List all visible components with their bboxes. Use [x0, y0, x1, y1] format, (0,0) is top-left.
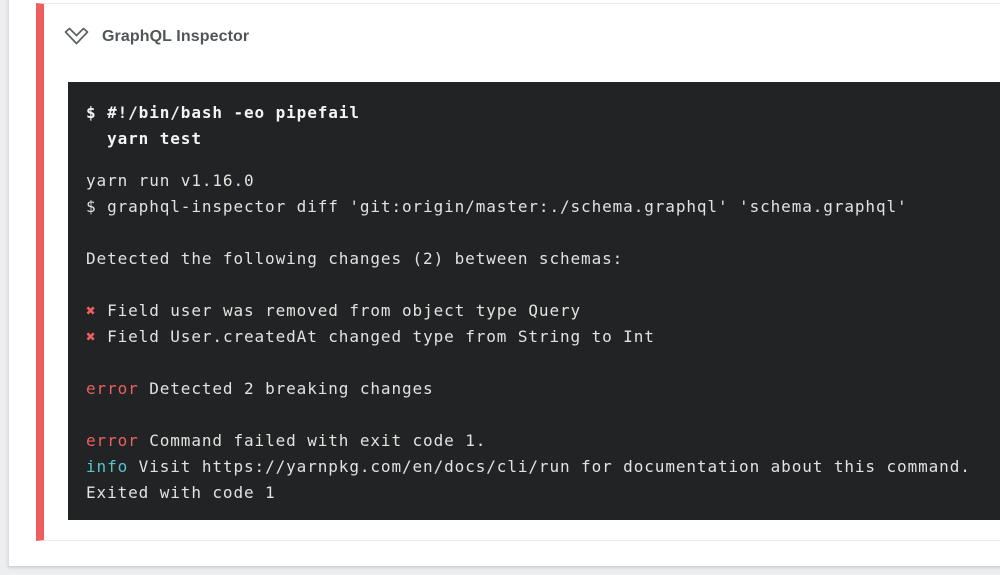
status-token: ✖ — [86, 327, 97, 346]
step-graphql-inspector: GraphQL Inspector $ #!/bin/bash -eo pipe… — [36, 3, 1000, 541]
step-title: GraphQL Inspector — [102, 28, 250, 45]
terminal-text: Detected the following changes (2) betwe… — [86, 249, 624, 268]
terminal-line: ✖ Field user was removed from object typ… — [86, 298, 1000, 324]
status-token: info — [86, 457, 129, 476]
job-steps-card: GraphQL Inspector $ #!/bin/bash -eo pipe… — [8, 0, 1000, 567]
terminal-line: Detected the following changes (2) betwe… — [86, 246, 1000, 272]
status-token: error — [86, 431, 139, 450]
terminal-text: $ graphql-inspector diff 'git:origin/mas… — [86, 197, 908, 216]
terminal-line — [86, 220, 1000, 246]
terminal-line — [86, 272, 1000, 298]
command-block: $ #!/bin/bash -eo pipefail yarn test — [86, 100, 1000, 152]
terminal-line: $ #!/bin/bash -eo pipefail — [86, 103, 360, 122]
terminal-text: yarn run v1.16.0 — [86, 171, 255, 190]
terminal-text: Field User.createdAt changed type from S… — [96, 327, 655, 346]
terminal-text: Detected 2 breaking changes — [138, 379, 434, 398]
terminal-line: ✖ Field User.createdAt changed type from… — [86, 324, 1000, 350]
terminal-output: $ #!/bin/bash -eo pipefail yarn test yar… — [68, 82, 1000, 520]
terminal-line: error Command failed with exit code 1. — [86, 428, 1000, 454]
status-token: ✖ — [86, 301, 97, 320]
step-header-toggle[interactable]: GraphQL Inspector — [44, 4, 404, 48]
status-token: error — [86, 379, 139, 398]
terminal-line: Exited with code 1 — [86, 480, 1000, 506]
terminal-line: yarn run v1.16.0 — [86, 168, 1000, 194]
terminal-text: Field user was removed from object type … — [96, 301, 582, 320]
terminal-line: yarn test — [86, 129, 202, 148]
terminal-line: $ graphql-inspector diff 'git:origin/mas… — [86, 194, 1000, 220]
terminal-text: Command failed with exit code 1. — [138, 431, 487, 450]
chevron-double-down-icon[interactable] — [63, 26, 90, 48]
terminal-line — [86, 402, 1000, 428]
terminal-line: info Visit https://yarnpkg.com/en/docs/c… — [86, 454, 1000, 480]
terminal-line: error Detected 2 breaking changes — [86, 376, 1000, 402]
terminal-text: Exited with code 1 — [86, 483, 276, 502]
output-block: yarn run v1.16.0 $ graphql-inspector diff… — [86, 168, 1000, 506]
terminal-line — [86, 350, 1000, 376]
terminal-text: Visit https://yarnpkg.com/en/docs/cli/ru… — [128, 457, 971, 476]
